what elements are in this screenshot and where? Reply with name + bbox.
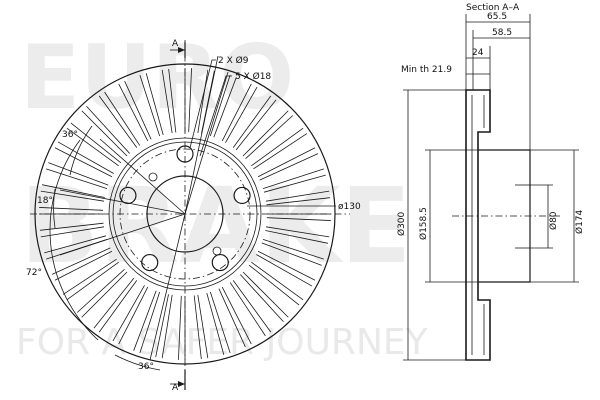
vane [112,285,149,345]
vane [262,168,326,193]
vane [161,68,177,134]
vane [81,105,130,157]
small-hole [148,172,158,182]
vane [133,290,161,353]
vane [206,291,231,355]
angle-ray [59,189,186,215]
hat-outer-label: Ø174 [574,209,585,234]
angle-top-label: 36° [62,130,78,140]
vane [51,247,113,281]
angle-left-large-label: 72° [26,268,42,278]
watermark-line2: BRAKE [20,165,411,287]
watermark: EURO BRAKE FOR A SAFER JOURNEY [16,26,429,363]
angle-left-small-label: 18° [37,196,53,206]
front-view: A A 2 X Ø9 5 X Ø18 ø130 36° 18° 72° 36° [26,39,361,393]
hole-leader-small [189,59,216,149]
angle-arc-left-small [53,188,56,229]
pcd-label: ø130 [338,202,361,212]
hat-height-label: 58.5 [492,28,512,38]
small-hole [212,246,222,256]
vane [257,147,319,181]
min-thickness-label: Min th 21.9 [401,65,452,75]
vane [40,184,105,202]
disc-thickness-label: 24 [472,48,484,58]
bolt-hole [119,186,137,205]
vane [66,122,122,167]
vane [251,127,308,170]
vane [54,141,114,178]
section-arrowhead-bottom [178,381,185,387]
angle-arc-bottom [114,354,161,371]
section-arrowhead-top [178,47,185,53]
bolt-hole [233,186,251,205]
vane [46,162,109,190]
vane [229,280,272,337]
angle-arc-top [69,125,93,176]
vane [76,269,128,318]
vane [118,80,152,142]
vane [39,222,105,238]
leader-line [184,71,229,215]
overall-height-label: 65.5 [487,12,507,22]
vane [265,226,330,244]
vane [98,91,141,148]
vane [248,261,304,306]
section-marker-bottom: A [172,383,179,393]
angle-ray [59,213,186,256]
angle-bottom-label: 36° [138,362,154,372]
vane [155,294,173,359]
vane [62,258,119,301]
hole-large-label: 5 X Ø18 [235,71,271,82]
angle-arc-left-large [49,139,99,341]
vane [193,294,209,360]
vane [139,73,164,137]
section-marker-top: A [172,39,179,49]
friction-ring-profile [465,89,491,361]
hole-leader-large [199,75,232,157]
vane [256,250,316,287]
vane [209,75,237,138]
vane [232,95,277,151]
hole-small-label: 2 X Ø9 [218,55,249,66]
cooling-vanes [39,68,331,360]
vane [221,83,258,143]
bolt-hole [141,253,159,272]
section-title: Section A–A [466,3,520,13]
vane [242,110,294,159]
bolt-holes [119,145,251,272]
section-view: Section A–A 65.5 58.5 24 Min th 21.9 [396,3,585,361]
vane [265,190,331,206]
vane [93,277,138,333]
angle-ray [99,138,186,215]
leader-line [184,55,219,215]
center-bore-label: Ø80 [548,211,559,230]
bolt-hole [211,253,229,272]
vane [261,238,324,266]
vane [240,271,289,323]
outer-diameter-label: Ø300 [396,211,407,236]
vane [218,286,252,348]
hat-diameter-label: Ø158.5 [418,207,429,240]
angle-ray [149,213,186,361]
